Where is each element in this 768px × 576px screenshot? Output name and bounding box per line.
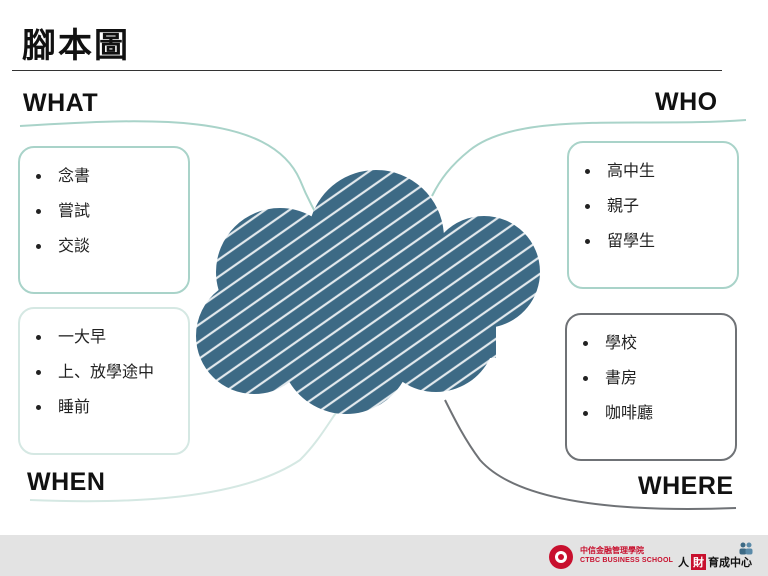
when-box: 一大早 上、放學途中 睡前 [18, 307, 190, 455]
cloud-icon [196, 170, 540, 414]
list-item-label: 睡前 [58, 397, 91, 416]
list-item-label: 交談 [58, 236, 91, 255]
hr-prefix: 人 [678, 556, 689, 569]
list-item-label: 一大早 [58, 327, 107, 346]
where-box: 學校 書房 咖啡廳 [565, 313, 737, 461]
list-item-label: 親子 [607, 196, 640, 215]
bullet-icon [583, 411, 588, 416]
list-item: 親子 [583, 192, 655, 227]
bullet-icon [36, 370, 41, 375]
list-item: 睡前 [34, 393, 154, 428]
where-curve [444, 399, 737, 510]
list-item-label: 念書 [58, 166, 91, 185]
what-list: 念書 嘗試 交談 [34, 162, 90, 267]
list-item: 咖啡廳 [581, 399, 653, 434]
what-box: 念書 嘗試 交談 [18, 146, 190, 294]
where-list: 學校 書房 咖啡廳 [581, 329, 653, 434]
who-list: 高中生 親子 留學生 [583, 157, 655, 262]
ctbc-logo-icon [549, 545, 573, 569]
list-item: 書房 [581, 364, 653, 399]
list-item: 嘗試 [34, 197, 90, 232]
list-item: 學校 [581, 329, 653, 364]
title-divider [12, 70, 722, 71]
bullet-icon [36, 405, 41, 410]
list-item-label: 上、放學途中 [58, 362, 155, 381]
who-curve [431, 119, 747, 197]
hr-suffix: 育成中心 [708, 556, 752, 569]
list-item-label: 嘗試 [58, 201, 91, 220]
footer-bar [0, 535, 768, 576]
bullet-icon [36, 244, 41, 249]
what-heading: WHAT [23, 89, 99, 117]
where-heading: WHERE [638, 472, 734, 500]
hr-chip: 財 [691, 554, 706, 570]
when-list: 一大早 上、放學途中 睡前 [34, 323, 154, 428]
list-item: 交談 [34, 232, 90, 267]
people-icon [739, 542, 753, 555]
school-name-en: CTBC BUSINESS SCHOOL [580, 557, 674, 564]
school-name-zh: 中信金融管理學院 [580, 546, 644, 555]
hr-center-logo: 人 財 育成中心 [678, 554, 752, 570]
bullet-icon [585, 239, 590, 244]
bullet-icon [585, 204, 590, 209]
who-heading: WHO [655, 88, 718, 116]
bullet-icon [585, 169, 590, 174]
list-item: 一大早 [34, 323, 154, 358]
when-heading: WHEN [27, 468, 106, 496]
list-item-label: 書房 [605, 368, 638, 387]
page-title: 腳本圖 [22, 26, 130, 66]
bullet-icon [583, 341, 588, 346]
list-item-label: 高中生 [607, 161, 656, 180]
list-item: 念書 [34, 162, 90, 197]
bullet-icon [36, 335, 41, 340]
list-item: 高中生 [583, 157, 655, 192]
bullet-icon [583, 376, 588, 381]
list-item: 上、放學途中 [34, 358, 154, 393]
list-item: 留學生 [583, 227, 655, 262]
who-box: 高中生 親子 留學生 [567, 141, 739, 289]
list-item-label: 學校 [605, 333, 638, 352]
list-item-label: 留學生 [607, 231, 656, 250]
bullet-icon [36, 174, 41, 179]
bullet-icon [36, 209, 41, 214]
list-item-label: 咖啡廳 [605, 403, 654, 422]
when-curve [29, 399, 346, 503]
